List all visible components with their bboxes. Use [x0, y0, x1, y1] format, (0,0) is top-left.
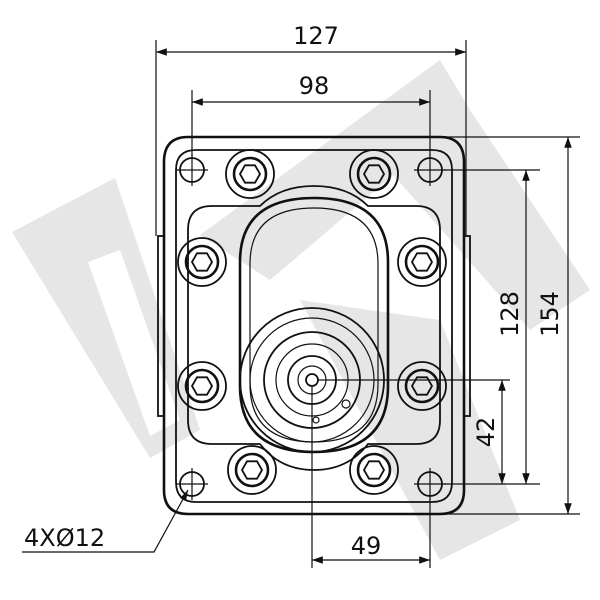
dim-shaft-height: 42 — [472, 417, 500, 448]
bolt-lower-right — [397, 361, 447, 411]
seal-pin — [341, 399, 351, 409]
dimension-lines — [22, 48, 572, 564]
bolt-bottom-right — [349, 445, 399, 495]
dim-overall-height: 154 — [536, 291, 564, 337]
mounting-hole-top-left — [176, 154, 208, 186]
hole-callout-leader — [22, 489, 189, 553]
body-casting-outline — [187, 185, 441, 471]
mounting-hole-bottom-left — [176, 468, 208, 500]
hole-callout-label: 4XØ12 — [24, 524, 105, 552]
bolt-upper-left — [177, 237, 227, 287]
gear-chamber-outline — [238, 196, 390, 454]
bolt-top-right — [349, 149, 399, 199]
seal-pin-2 — [312, 416, 320, 424]
dim-bolt-spacing-height: 128 — [496, 291, 524, 337]
right-side-lug — [463, 235, 471, 417]
mounting-holes — [176, 154, 446, 500]
bolt-heads — [177, 149, 447, 495]
dim-shaft-offset: 49 — [351, 532, 382, 560]
flange-inner-edge — [175, 149, 453, 503]
hole-callout-arrow — [180, 490, 188, 501]
bolt-lower-left — [177, 361, 227, 411]
bolt-top-left — [225, 149, 275, 199]
mounting-hole-top-right — [414, 154, 446, 186]
dim-bolt-spacing-width: 98 — [299, 72, 330, 100]
shaft-center — [305, 373, 319, 387]
dimension-labels: 127 98 128 154 42 49 4XØ12 — [24, 22, 564, 560]
gear-chamber-inner — [249, 207, 379, 443]
dim-overall-width: 127 — [293, 22, 339, 50]
left-side-lug — [157, 235, 165, 417]
bolt-bottom-left — [227, 445, 277, 495]
watermark-logo — [12, 60, 590, 560]
mounting-hole-bottom-right — [414, 468, 446, 500]
bolt-upper-right — [397, 237, 447, 287]
